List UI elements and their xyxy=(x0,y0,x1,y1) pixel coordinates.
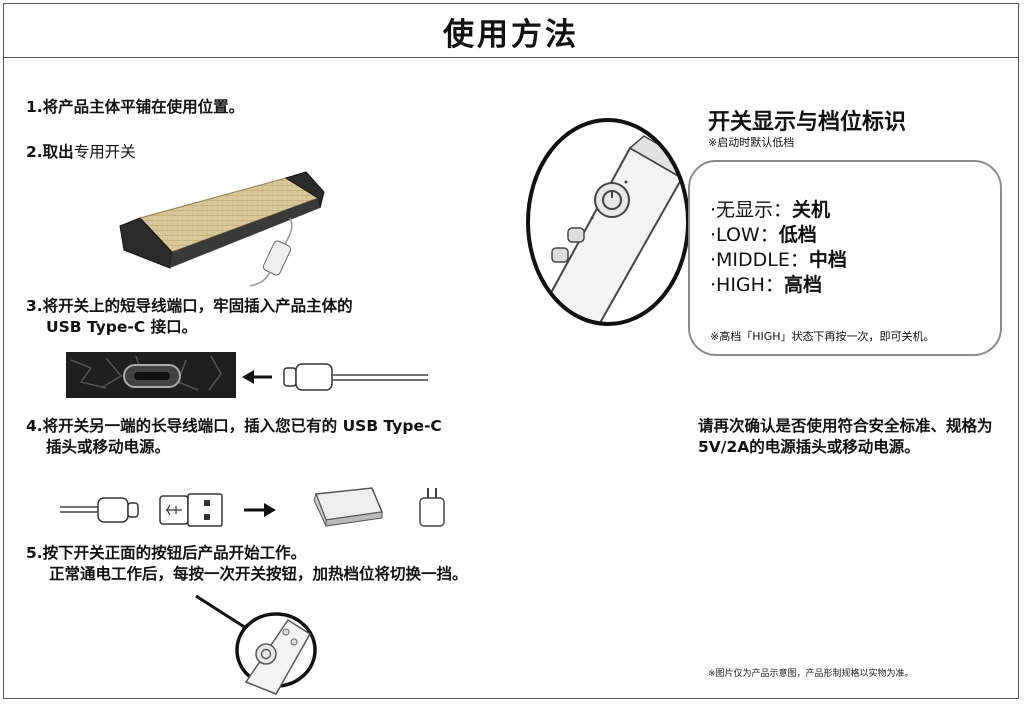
step-4-text: 4.将开关另一端的长导线端口，插入您已有的 USB Type-C 插头或移动电源… xyxy=(26,416,442,458)
step-5-line-2: 正常通电工作后，每按一次开关按钮，加热档位将切换一挡。 xyxy=(49,565,468,583)
mode-indicator: ·LOW： xyxy=(710,224,779,246)
mode-indicator: ·MIDDLE： xyxy=(710,249,809,271)
page-title: 使用方法 xyxy=(443,17,579,53)
switch-zoom-illustration xyxy=(526,118,690,326)
mode-item-middle: ·MIDDLE：中档 xyxy=(710,248,847,273)
switch-controller-illustration xyxy=(244,618,312,695)
step-4-line-2: 插头或移动电源。 xyxy=(46,438,171,456)
step-1-text: 1.将产品主体平铺在使用位置。 xyxy=(26,98,245,116)
mode-indicator: ·无显示： xyxy=(710,199,793,221)
step-5-illustration xyxy=(195,594,317,695)
step-3-illustration xyxy=(66,352,428,398)
product-mat-illustration xyxy=(119,171,325,287)
title-band: 使用方法 xyxy=(3,3,1019,58)
page-frame xyxy=(3,3,1019,699)
step-2-text: 2.取出专用开关 xyxy=(26,142,136,163)
mode-level: 中档 xyxy=(808,249,847,271)
mode-level: 关机 xyxy=(792,199,831,221)
mode-legend-box: ·无显示：关机 ·LOW：低档 ·MIDDLE：中档 ·HIGH：高档 ※高档「… xyxy=(688,160,1002,356)
disclaimer: ※图片仅为产品示意图，产品形制规格以实物为准。 xyxy=(708,669,914,679)
switch-panel-subtitle: ※启动时默认低档 xyxy=(708,136,795,149)
mode-note: ※高档「HIGH」状态下再按一次，即可关机。 xyxy=(710,330,935,343)
power-bank-icon xyxy=(313,487,384,527)
step-4-line-1: 4.将开关另一端的长导线端口，插入您已有的 USB Type-C xyxy=(26,417,442,435)
step-3-text: 3.将开关上的短导线端口，牢固插入产品主体的 USB Type-C 接口。 xyxy=(26,296,353,338)
step-5-text: 5.按下开关正面的按钮后产品开始工作。 正常通电工作后，每按一次开关按钮，加热档… xyxy=(26,543,468,585)
mode-item-off: ·无显示：关机 xyxy=(710,198,847,223)
safety-note: 请再次确认是否使用符合安全标准、规格为 5V/2A的电源插头或移动电源。 xyxy=(698,417,993,456)
step-2-rest: 专用开关 xyxy=(73,143,136,161)
step-4-illustration xyxy=(60,487,445,527)
usb-a-plug-icon xyxy=(159,493,223,527)
mode-level: 低档 xyxy=(778,224,817,246)
mode-item-low: ·LOW：低档 xyxy=(710,223,847,248)
power-button-icon xyxy=(594,182,630,218)
usb-c-cable-icon xyxy=(60,497,139,523)
arrow-right-icon xyxy=(244,503,276,517)
step-3-line-2: USB Type-C 接口。 xyxy=(46,318,198,336)
mode-list: ·无显示：关机 ·LOW：低档 ·MIDDLE：中档 ·HIGH：高档 xyxy=(710,198,847,298)
switch-panel-title: 开关显示与档位标识 xyxy=(708,110,907,135)
mode-indicator: ·HIGH： xyxy=(710,274,784,296)
wall-adapter-icon xyxy=(419,488,445,527)
step-2-bold: 2.取出 xyxy=(26,143,74,161)
usb-c-port-icon xyxy=(66,352,236,398)
step-3-line-1: 3.将开关上的短导线端口，牢固插入产品主体的 xyxy=(26,297,353,315)
step-5-line-1: 5.按下开关正面的按钮后产品开始工作。 xyxy=(26,544,307,562)
mode-level: 高档 xyxy=(783,274,822,296)
mode-item-high: ·HIGH：高档 xyxy=(710,273,847,298)
arrow-left-icon xyxy=(242,370,272,384)
usb-c-cable-icon xyxy=(283,363,428,391)
power-button-icon xyxy=(255,643,277,665)
